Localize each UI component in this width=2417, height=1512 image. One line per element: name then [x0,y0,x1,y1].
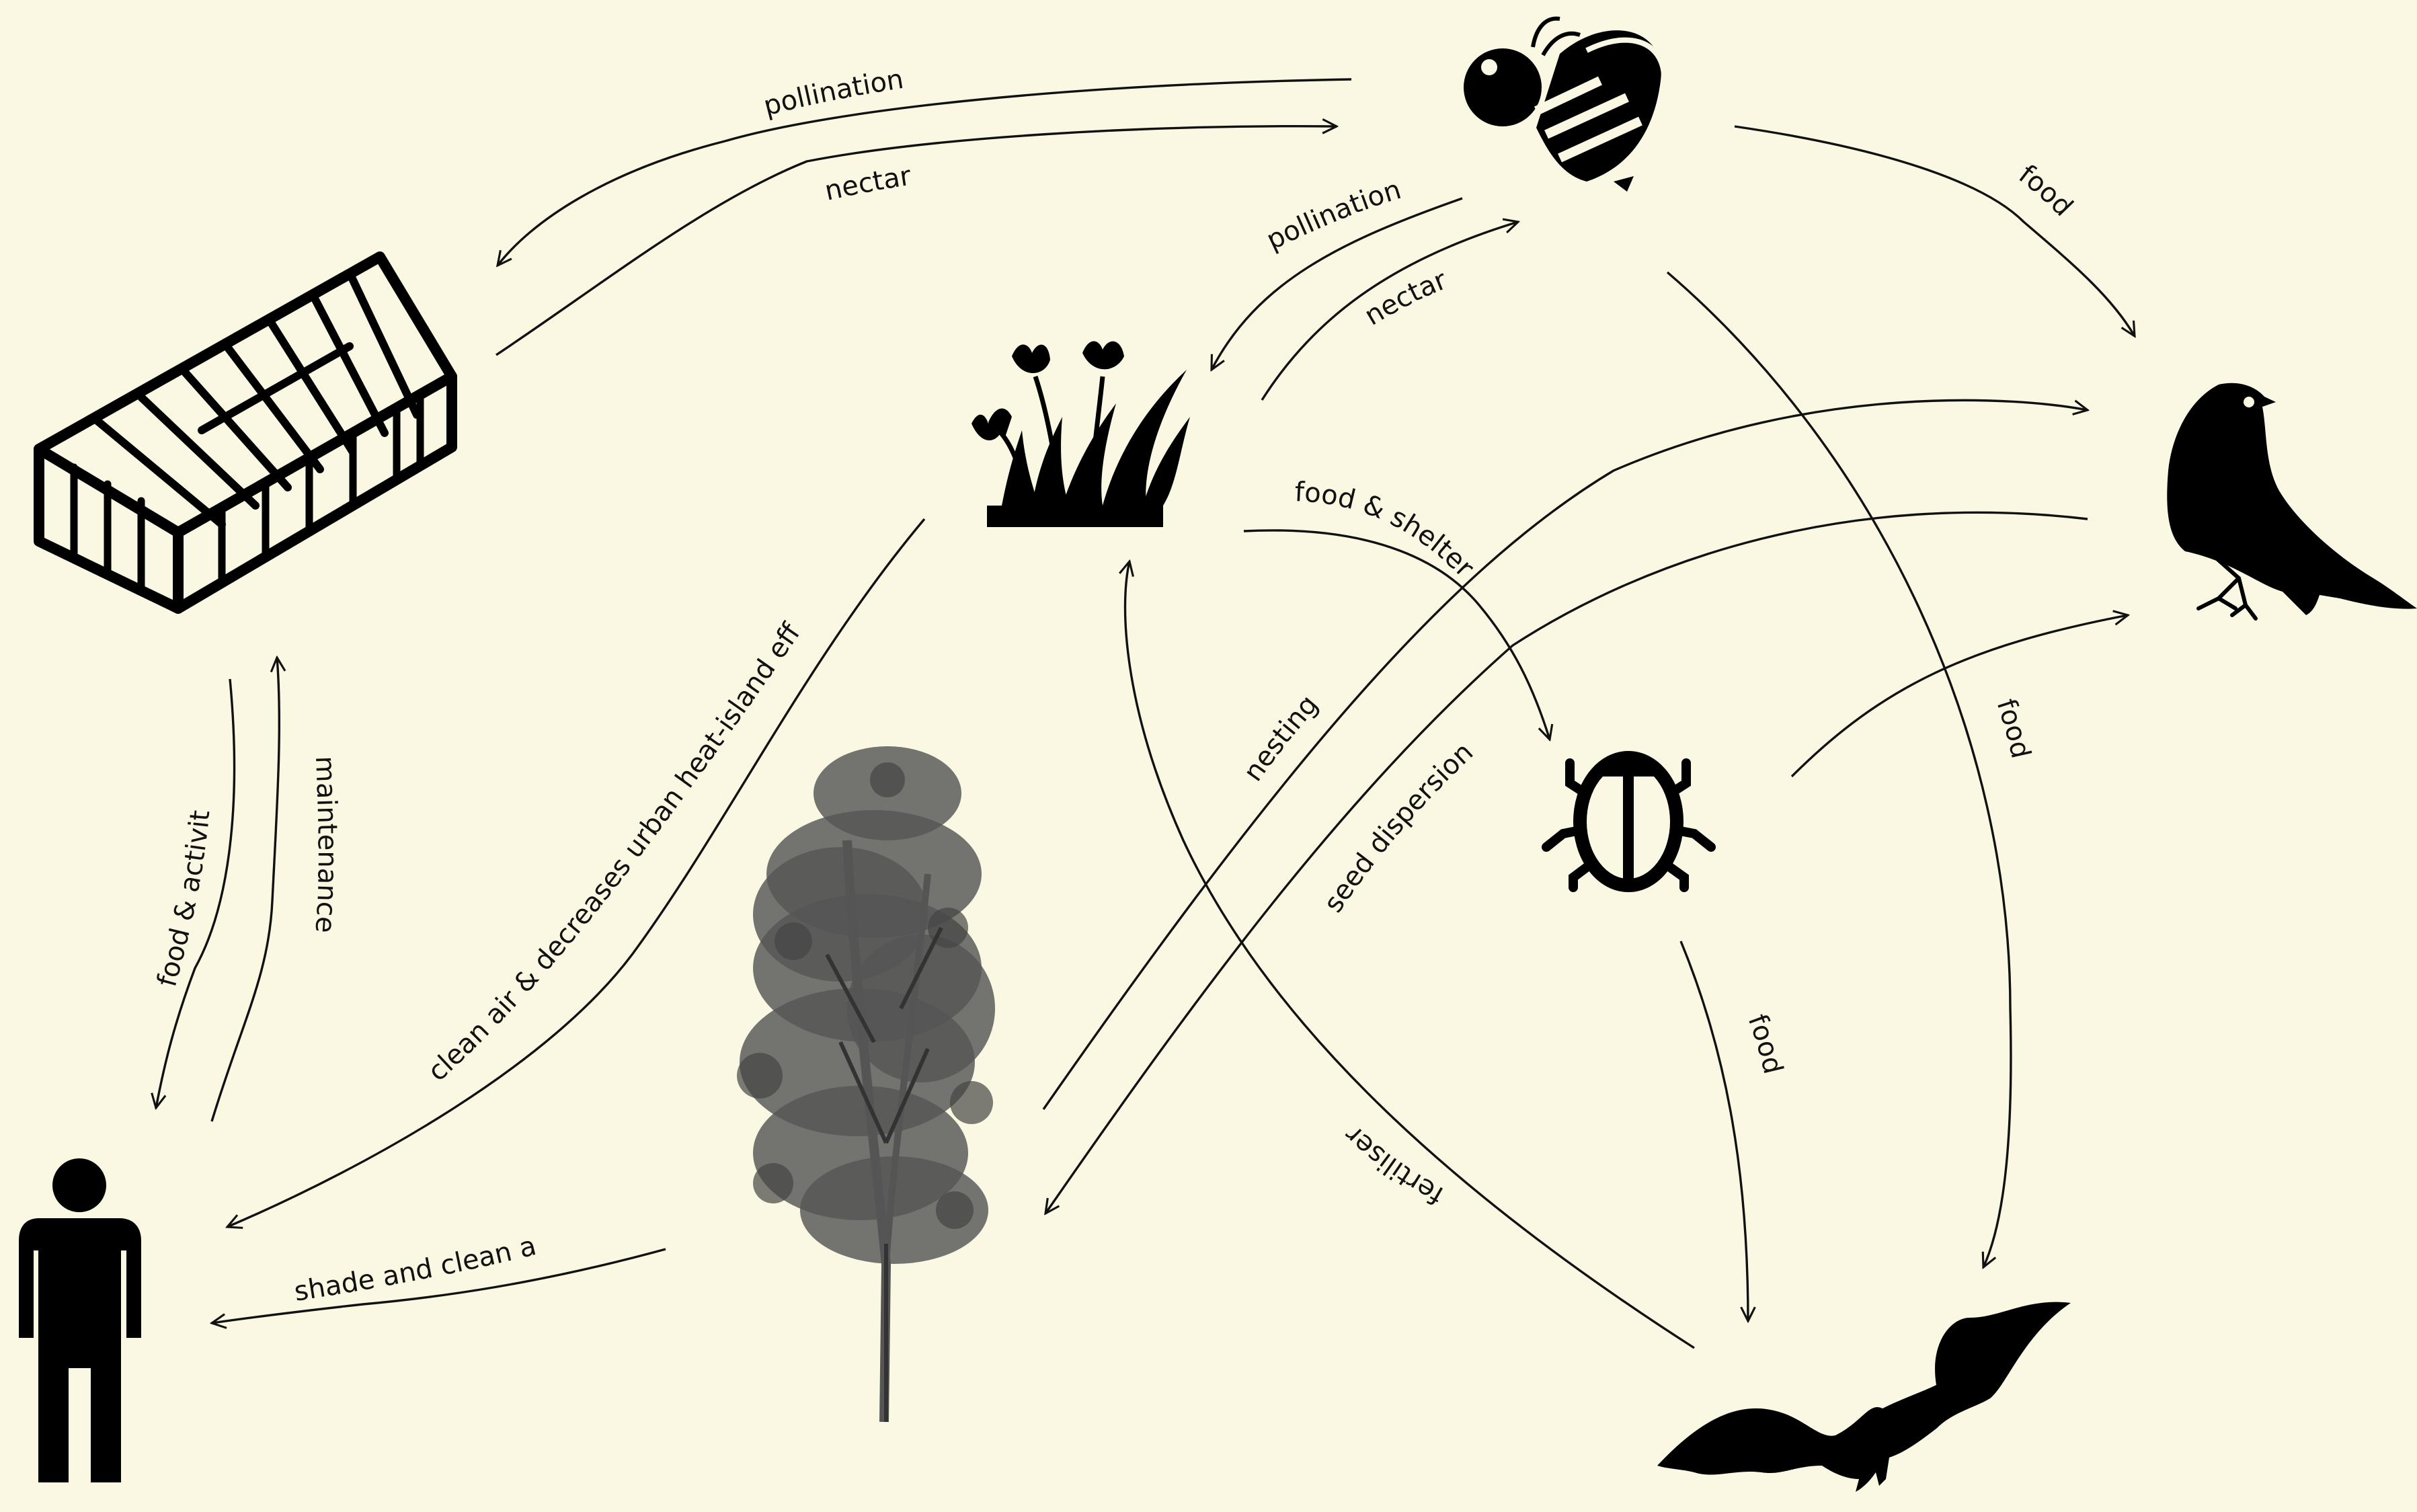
edge-beetle-bat-food: food [1681,941,1788,1321]
svg-text:food: food [1742,1010,1789,1077]
greenhouse-icon [39,257,452,608]
svg-text:food: food [1991,695,2036,761]
edge-plants-beetle-food-shelter: food & shelter [1244,477,1550,740]
svg-text:clean air & decreases urban he: clean air & decreases urban heat-island … [0,0,807,1087]
svg-text:fertiliser: fertiliser [1338,1119,1448,1211]
edge-label: maintenance [309,756,343,934]
svg-text:pollination: pollination [760,64,906,122]
edge-tree-bird-nesting: nesting [1043,400,2088,1109]
edge-label: food & shelter [1294,477,1480,584]
edge-label: nectar [1359,264,1452,331]
edge-label: seed dispersion [1318,737,1479,918]
svg-text:food & shelter: food & shelter [1294,477,1480,584]
svg-text:nesting: nesting [1238,689,1324,787]
svg-text:nectar: nectar [1359,264,1452,331]
edge-greenhouse-bee-nectar: nectar [496,126,1337,355]
flowering-plants-icon [972,342,1190,528]
edge-label: nesting [1238,689,1324,787]
svg-text:pollination: pollination [1262,174,1404,256]
edge-label: food [1742,1010,1789,1077]
beetle-icon [1546,758,1711,887]
edge-bee-bat-food: food [1667,272,2036,1267]
edge-label: fertiliser [1338,1119,1448,1211]
edge-person-greenhouse-maintenance: maintenance [212,658,343,1121]
bat-icon [1657,1302,2071,1492]
edge-label: food [2013,159,2079,222]
svg-text:nectar: nectar [822,161,914,207]
edge-bird-tree-seed-dispersion: seed dispersion [1045,512,2088,1213]
edge-tree-person-shade: shade and clean air [0,0,666,1323]
edge-label: clean air & decreases urban heat-island … [0,0,807,1087]
edge-greenhouse-person-food: food & activity [0,0,235,1108]
edge-label: shade and clean air [0,0,539,1308]
tree-icon [737,746,995,1422]
edge-bee-bird-food: food [1735,126,2135,336]
svg-text:shade and clean air: shade and clean air [0,0,539,1308]
edge-label: food [1991,695,2036,761]
bee-icon [1464,19,1664,192]
svg-text:maintenance: maintenance [309,756,343,934]
edge-bat-plants-fertiliser: fertiliser [1125,561,1694,1348]
bird-icon [2167,383,2417,619]
person-icon [19,1158,141,1482]
edge-label: pollination [1262,174,1404,256]
svg-text:food: food [2013,159,2079,222]
edge-label: pollination [760,64,906,122]
edge-label: nectar [822,161,914,207]
edge-beetle-bird [1792,615,2128,777]
edge-bee-greenhouse-pollination: pollination [498,64,1351,266]
edge-plants-bee-nectar: nectar [1262,222,1518,400]
svg-text:seed dispersion: seed dispersion [1318,737,1479,918]
